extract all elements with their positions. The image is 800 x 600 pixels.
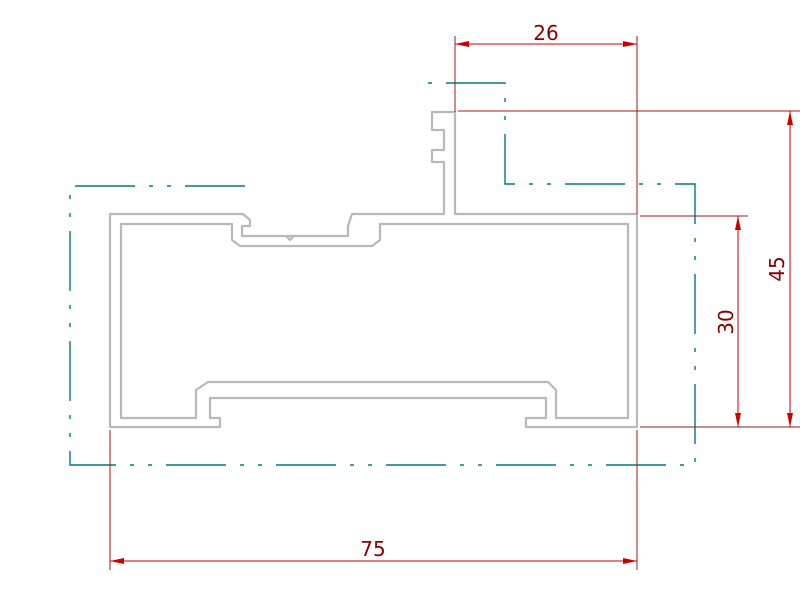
dim-30-label: 30	[714, 309, 738, 334]
extension-lines	[109, 36, 800, 570]
dim-75-label: 75	[360, 537, 385, 561]
dimension-26: 26	[455, 21, 637, 47]
left-outline-phantom	[69, 82, 696, 466]
dimension-75: 75	[110, 537, 637, 564]
dim-75-arrow-left	[110, 558, 124, 564]
dim-45-arrow-top	[787, 111, 793, 125]
dim-30-arrow-top	[735, 216, 741, 230]
profile-section	[108, 110, 639, 429]
dim-75-arrow-right	[623, 558, 637, 564]
profile-outer-contour	[108, 110, 639, 429]
dim-45-arrow-bottom	[787, 413, 793, 427]
dim-26-label: 26	[533, 21, 558, 45]
dim-26-arrow-right	[623, 41, 637, 47]
center-lines	[69, 82, 696, 466]
dimension-45: 45	[765, 111, 793, 427]
dim-45-label: 45	[765, 256, 789, 281]
profile-inner-contour	[119, 222, 630, 420]
dim-26-arrow-left	[455, 41, 469, 47]
profile-notch	[285, 235, 295, 242]
dimension-30: 30	[714, 216, 741, 427]
dim-30-arrow-bottom	[735, 413, 741, 427]
